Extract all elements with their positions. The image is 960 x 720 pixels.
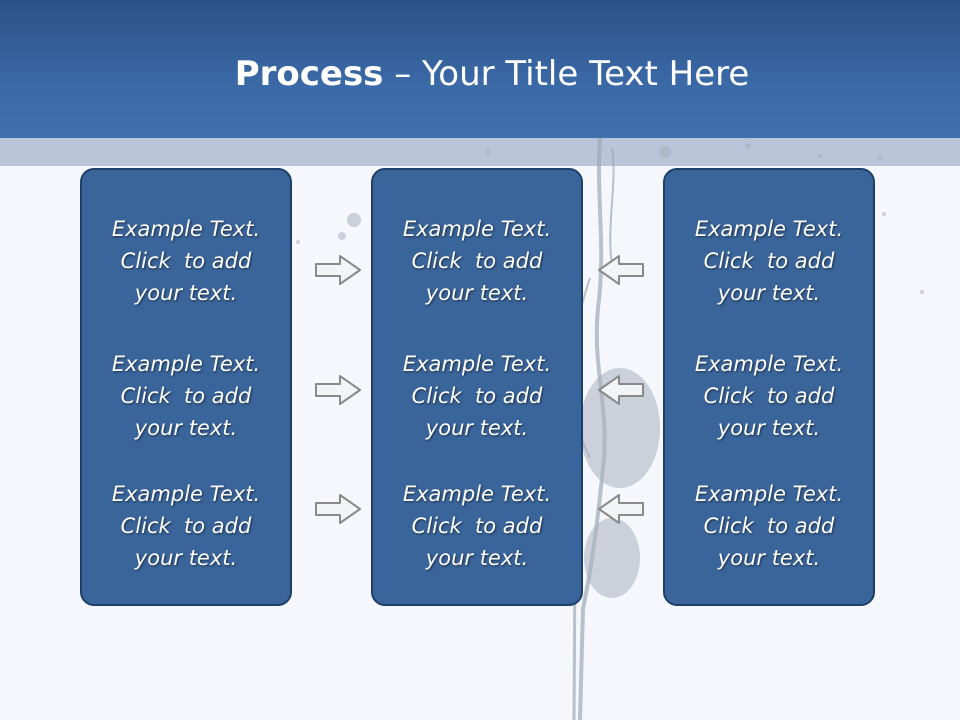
left-text-2[interactable]: Example Text. Click to add your text. [111, 352, 261, 440]
title-bold: Process [234, 54, 384, 94]
middle-text-2[interactable]: Example Text. Click to add your text. [402, 352, 552, 440]
arrow-right-icon [315, 375, 361, 405]
arrow-left-icon [598, 255, 644, 285]
middle-text-box[interactable]: Example Text. Click to add your text. Ex… [371, 168, 583, 606]
title-bar: Process – Your Title Text Here [0, 0, 960, 138]
header-band [0, 138, 960, 166]
title-rest: – Your Title Text Here [383, 54, 750, 94]
right-text-box[interactable]: Example Text. Click to add your text. Ex… [663, 168, 875, 606]
arrow-right-icon [315, 255, 361, 285]
arrow-right-icon [315, 494, 361, 524]
slide-title[interactable]: Process – Your Title Text Here [0, 52, 960, 96]
middle-text-3[interactable]: Example Text. Click to add your text. [402, 482, 552, 570]
right-text-3[interactable]: Example Text. Click to add your text. [694, 482, 844, 570]
arrow-left-icon [598, 375, 644, 405]
arrow-left-icon [598, 494, 644, 524]
left-text-1[interactable]: Example Text. Click to add your text. [111, 217, 261, 305]
right-text-1[interactable]: Example Text. Click to add your text. [694, 217, 844, 305]
left-text-3[interactable]: Example Text. Click to add your text. [111, 482, 261, 570]
right-text-2[interactable]: Example Text. Click to add your text. [694, 352, 844, 440]
middle-text-1[interactable]: Example Text. Click to add your text. [402, 217, 552, 305]
left-text-box[interactable]: Example Text. Click to add your text. Ex… [80, 168, 292, 606]
